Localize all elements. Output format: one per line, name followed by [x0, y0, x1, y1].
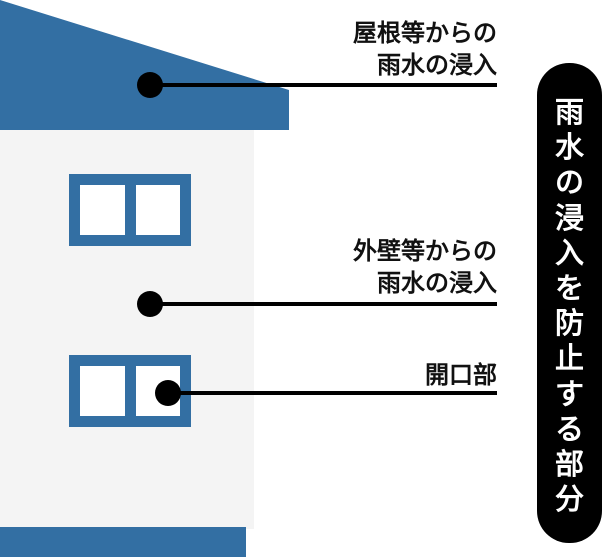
vertical-char: す	[554, 376, 584, 411]
window-pane-right	[136, 185, 180, 235]
wall-callout-label: 外壁等からの 雨水の浸入	[353, 235, 497, 299]
waterproofing-area-label: 雨 水 の 浸 入 を 防 止 す る 部 分	[537, 63, 602, 543]
vertical-char: 浸	[554, 200, 584, 235]
wall-callout-line2: 雨水の浸入	[377, 269, 497, 297]
waterproofing-area-text: 雨 水 の 浸 入 を 防 止 す る 部 分	[537, 95, 602, 517]
roof-callout-line1: 屋根等からの	[353, 19, 497, 47]
vertical-char: 水	[554, 130, 584, 165]
vertical-char: を	[554, 271, 584, 306]
house-roof	[0, 0, 289, 130]
opening-callout-line1: 開口部	[425, 361, 497, 389]
window-pane-left	[80, 366, 125, 416]
roof-callout-line2: 雨水の浸入	[377, 51, 497, 79]
wall-leader-line	[150, 302, 497, 306]
vertical-char: 止	[554, 341, 584, 376]
roof-leader-line	[150, 83, 497, 87]
vertical-char: 雨	[554, 95, 584, 129]
house-foundation	[0, 527, 246, 557]
vertical-char: 入	[554, 235, 584, 270]
window-pane-left	[80, 185, 125, 235]
vertical-char: 防	[554, 306, 584, 341]
upper-window	[69, 174, 191, 246]
opening-callout-label: 開口部	[425, 359, 497, 391]
vertical-char: る	[554, 411, 584, 446]
roof-callout-label: 屋根等からの 雨水の浸入	[353, 17, 497, 81]
wall-callout-line1: 外壁等からの	[353, 237, 497, 265]
vertical-char: 分	[554, 482, 584, 517]
opening-leader-line	[168, 391, 497, 395]
vertical-char: 部	[554, 447, 584, 482]
vertical-char: の	[554, 165, 584, 200]
